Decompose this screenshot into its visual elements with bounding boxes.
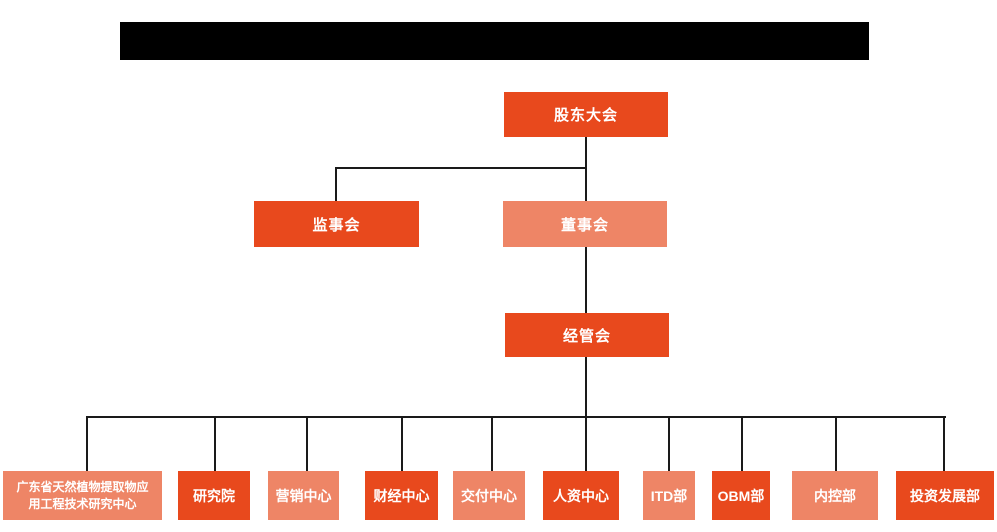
org-node-label: 人资中心 bbox=[553, 487, 609, 504]
org-node-label: 财经中心 bbox=[373, 487, 430, 504]
connector-line bbox=[335, 167, 337, 201]
org-node-label: 投资发展部 bbox=[910, 487, 980, 504]
org-node-supervisory-board: 监事会 bbox=[254, 201, 419, 247]
org-node-label: 营销中心 bbox=[275, 487, 332, 504]
org-node-label: OBM部 bbox=[717, 487, 765, 504]
connector-line bbox=[585, 357, 587, 418]
connector-line bbox=[835, 416, 837, 471]
org-node-label: 董事会 bbox=[560, 216, 609, 234]
org-node-label: ITD部 bbox=[650, 487, 688, 504]
org-node-label: 股东大会 bbox=[553, 107, 618, 124]
connector-line bbox=[401, 416, 403, 471]
org-node-label: 监事会 bbox=[312, 216, 361, 234]
org-node-delivery-center: 交付中心 bbox=[453, 471, 525, 520]
org-node-gd-plant-extract-research-center: 广东省天然植物提取物应用工程技术研究中心 bbox=[3, 471, 162, 520]
connector-line bbox=[585, 247, 587, 313]
org-node-label: 广东省天然植物提取物应用工程技术研究中心 bbox=[16, 479, 149, 511]
connector-line bbox=[585, 416, 587, 471]
connector-line bbox=[214, 416, 216, 471]
connector-line bbox=[741, 416, 743, 471]
org-node-label: 交付中心 bbox=[461, 487, 517, 504]
org-node-itd-department: ITD部 bbox=[643, 471, 695, 520]
connector-line bbox=[86, 416, 946, 418]
org-node-marketing-center: 营销中心 bbox=[268, 471, 339, 520]
connector-line bbox=[335, 167, 587, 169]
org-node-label: 内控部 bbox=[814, 487, 856, 504]
org-node-management-committee: 经管会 bbox=[505, 313, 669, 357]
connector-line bbox=[86, 416, 88, 471]
org-node-hr-center: 人资中心 bbox=[543, 471, 619, 520]
connector-line bbox=[306, 416, 308, 471]
org-node-board-of-directors: 董事会 bbox=[503, 201, 667, 247]
connector-line bbox=[585, 137, 587, 202]
org-node-investment-development-department: 投资发展部 bbox=[896, 471, 994, 520]
redacted-title-bar bbox=[120, 22, 869, 60]
connector-line bbox=[668, 416, 670, 471]
org-node-label: 经管会 bbox=[562, 327, 611, 345]
org-node-label: 研究院 bbox=[193, 487, 235, 504]
org-node-internal-control-department: 内控部 bbox=[792, 471, 878, 520]
connector-line bbox=[943, 416, 945, 471]
org-node-finance-center: 财经中心 bbox=[365, 471, 438, 520]
connector-line bbox=[491, 416, 493, 471]
org-node-shareholders-meeting: 股东大会 bbox=[504, 92, 668, 137]
org-node-obm-department: OBM部 bbox=[712, 471, 770, 520]
org-node-research-institute: 研究院 bbox=[178, 471, 250, 520]
